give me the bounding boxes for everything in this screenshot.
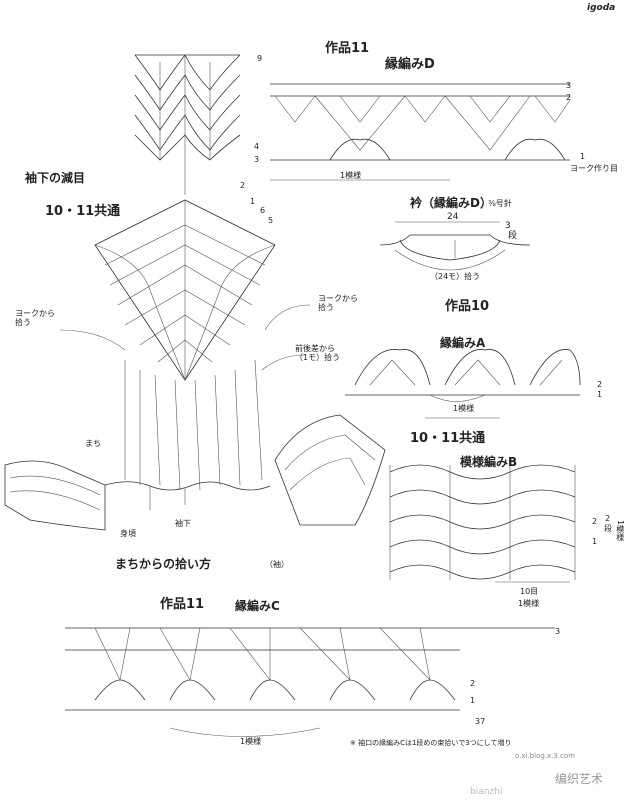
collar-rows-unit: 段 (508, 231, 518, 241)
gusset-pickup-title: まちからの拾い方 (115, 557, 212, 571)
front-back-diff-label: 前後差から （1モ）拾う (295, 344, 341, 362)
work11-bottom-title: 作品11 (160, 597, 205, 612)
row-number: 6 (260, 206, 266, 215)
edge-d-chart (270, 83, 571, 181)
under-sleeve-label: 袖下 (175, 519, 191, 528)
work11-top-title: 作品11 (325, 41, 370, 56)
body-edge-label: 身頃 (120, 529, 136, 538)
gusset-label: まち (85, 439, 101, 448)
pattern-b-one-repeat: 1模様 (615, 520, 625, 542)
work10-title: 作品10 (445, 299, 490, 314)
edge-a-title: 縁編みA (440, 336, 486, 350)
common-1011-right-title: 10・11共通 (410, 431, 486, 446)
edge-a-one-repeat: 1模様 (453, 404, 475, 413)
brand-logo: igoda (587, 3, 616, 13)
row-number: 1 (597, 390, 603, 399)
sleeve-pattern-column (134, 54, 241, 195)
collar-width: 24 (447, 212, 459, 222)
yoke-pick-left-label: ヨークから 拾う (15, 309, 55, 327)
pattern-b-rows-unit: 段 (604, 524, 612, 533)
row-number: 3 (254, 155, 260, 164)
pattern-b-one-repeat-bottom: 1模様 (518, 599, 540, 608)
edge-a-chart (345, 349, 581, 419)
pattern-b-chart (389, 464, 576, 583)
collar-title: 衿（縁編みD） (410, 196, 492, 210)
row-number: 9 (257, 54, 263, 63)
row-number: 4 (254, 142, 260, 151)
watermark-url: bianzhi (470, 787, 503, 797)
edge-d-title: 縁編みD (385, 57, 435, 72)
row-number: 5 (268, 216, 274, 225)
sleeve-diamond-chart (59, 199, 311, 491)
pattern-b-title: 模様編みB (460, 455, 518, 469)
yoke-pick-right-label: ヨークから 拾う (318, 294, 358, 312)
row-number: 3 (566, 81, 572, 90)
gusset-pickup-note: （袖） (265, 560, 289, 569)
pattern-b-rows-num: 2 (605, 514, 611, 523)
watermark-blog: o.xi.blog.x.3.com (515, 752, 576, 760)
row-number: 1 (470, 696, 476, 705)
yoke-start-label: ヨーク作り目 (570, 164, 618, 173)
row-number: 2 (566, 93, 572, 102)
edge-c-title: 縁編みC (235, 599, 280, 613)
pattern-b-ten-rows: 10目 (520, 587, 539, 596)
edge-c-one-repeat: 1模様 (240, 737, 262, 746)
watermark-account: 编织艺术 (555, 772, 604, 786)
edge-d-one-repeat: 1模様 (340, 171, 362, 180)
edge-c-chart (65, 627, 555, 737)
common-1011-left-title: 10・11共通 (45, 204, 121, 219)
row-number: 1 (592, 537, 598, 546)
sleeve-decrease-title: 袖下の減目 (25, 171, 86, 185)
row-number: 2 (592, 517, 598, 526)
row-number: 2 (470, 679, 476, 688)
collar-needle: ⅜号針 (488, 199, 512, 208)
collar-diagram (379, 221, 531, 271)
row-number: 3 (555, 627, 561, 636)
row-number: 2 (597, 380, 603, 389)
edge-c-note: ※ 袖口の縁編みCは1段めの束拾いで3つにして増り (350, 739, 512, 747)
collar-rows-num: 3 (505, 221, 511, 231)
gusset-chart (4, 414, 386, 531)
row-number: 1 (250, 197, 256, 206)
row-number: 2 (240, 181, 246, 190)
row-number: 1 (580, 152, 586, 161)
row-number: 37 (475, 717, 486, 726)
collar-pick-label: （24モ）拾う (430, 272, 481, 281)
